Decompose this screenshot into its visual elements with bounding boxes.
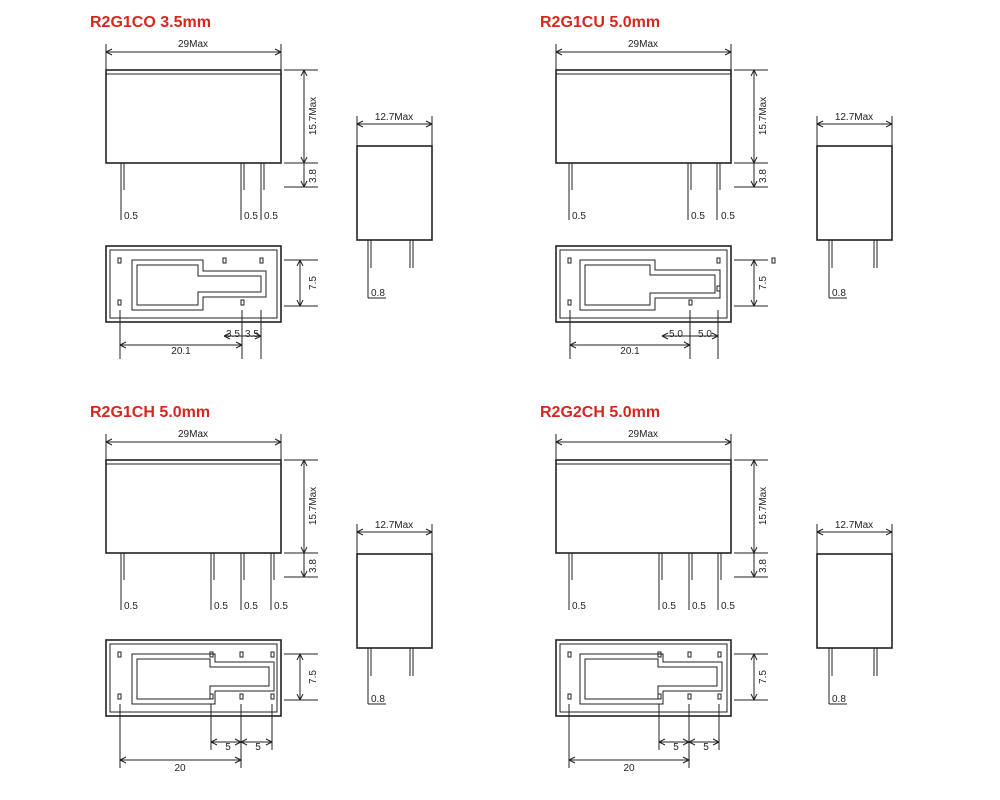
spacing-label: 5 <box>673 742 679 753</box>
relay-drawing: 29Max 15.7Max 3.8 0.5 0.5 0.5 12.7Max 0.… <box>105 39 433 359</box>
end-view <box>816 116 893 299</box>
relay-drawing: 29Max 15.7Max 3.8 0.5 0.5 0.5 0.5 12.7Ma… <box>555 429 893 774</box>
width-label: 29Max <box>628 429 658 440</box>
height-label: 15.7Max <box>758 487 769 525</box>
pin-side <box>270 553 275 580</box>
pin-side <box>658 553 663 580</box>
end-pin-label: 0.8 <box>371 694 385 705</box>
pitch-v-label: 7.5 <box>758 670 769 684</box>
panel-title: R2G1CU 5.0mm <box>540 14 661 31</box>
panel-title: R2G1CH 5.0mm <box>90 404 211 421</box>
height-label: 15.7Max <box>308 487 319 525</box>
width-label: 29Max <box>628 39 658 50</box>
end-view <box>816 524 893 705</box>
end-pin-label: 0.8 <box>832 288 846 299</box>
pin-width-label: 0.5 <box>124 211 138 222</box>
side-view <box>105 44 318 220</box>
pin-width-label: 0.5 <box>274 601 288 612</box>
width-label: 29Max <box>178 429 208 440</box>
pin-side <box>240 553 245 580</box>
length-label: 20 <box>623 763 635 774</box>
panel-r2g1co: R2G1CO 3.5mm <box>90 14 550 394</box>
pin-width-label: 0.5 <box>721 601 735 612</box>
spacing-label: 5 <box>255 742 261 753</box>
pin-side <box>688 553 693 580</box>
pin-side <box>717 553 722 580</box>
end-width-label: 12.7Max <box>375 520 413 531</box>
height-label: 15.7Max <box>308 97 319 135</box>
relay-drawing: 29Max 15.7Max 3.8 0.5 0.5 0.5 0.5 12.7Ma… <box>105 429 433 774</box>
relay-drawing: 29Max 15.7Max 3.8 0.5 0.5 0.5 12.7Max 0.… <box>555 39 893 359</box>
pin-width-label: 0.5 <box>264 211 278 222</box>
end-view <box>356 524 433 705</box>
pin-width-label: 0.5 <box>124 601 138 612</box>
pin-side <box>568 163 573 190</box>
pin-width-label: 0.5 <box>244 601 258 612</box>
spacing-label: 5 <box>703 742 709 753</box>
pin-side <box>260 163 265 190</box>
height-label: 15.7Max <box>758 97 769 135</box>
bottom-view <box>555 245 776 359</box>
end-width-label: 12.7Max <box>835 112 873 123</box>
pin-width-label: 0.5 <box>662 601 676 612</box>
pin-side <box>210 553 215 580</box>
end-pin-label: 0.8 <box>832 694 846 705</box>
pitch-v-label: 7.5 <box>308 670 319 684</box>
bottom-view <box>555 639 768 768</box>
side-view <box>555 434 768 610</box>
pin-width-label: 0.5 <box>721 211 735 222</box>
spacing-label: 5 <box>225 742 231 753</box>
bottom-view <box>105 245 318 359</box>
spacing-label: 3.5 <box>226 329 240 340</box>
length-label: 20.1 <box>620 346 640 357</box>
panel-r2g1cu: R2G1CU 5.0mm <box>540 14 1000 394</box>
end-pin-label: 0.8 <box>371 288 385 299</box>
side-view <box>105 434 318 610</box>
pin-width-label: 0.5 <box>572 211 586 222</box>
pin-height-label: 3.8 <box>758 169 769 183</box>
pin-side <box>568 553 573 580</box>
pin-side <box>120 163 125 190</box>
spacing-label: 5.0 <box>698 329 712 340</box>
panel-r2g2ch: R2G2CH 5.0mm <box>540 404 1000 784</box>
pin-side <box>240 163 245 190</box>
pin-side <box>687 163 692 190</box>
pin-width-label: 0.5 <box>572 601 586 612</box>
end-view <box>356 116 433 299</box>
side-view <box>555 44 768 220</box>
end-width-label: 12.7Max <box>835 520 873 531</box>
bottom-view <box>105 639 318 768</box>
pin-width-label: 0.5 <box>692 601 706 612</box>
panel-title: R2G2CH 5.0mm <box>540 404 661 421</box>
pin-height-label: 3.8 <box>308 559 319 573</box>
pin-side <box>120 553 125 580</box>
pin-height-label: 3.8 <box>758 559 769 573</box>
length-label: 20.1 <box>171 346 191 357</box>
spacing-label: 3.5 <box>245 329 259 340</box>
pin-side <box>716 163 721 190</box>
spacing-label: 5.0 <box>669 329 683 340</box>
width-label: 29Max <box>178 39 208 50</box>
length-label: 20 <box>174 763 186 774</box>
pin-height-label: 3.8 <box>308 169 319 183</box>
pin-width-label: 0.5 <box>214 601 228 612</box>
panel-title: R2G1CO 3.5mm <box>90 14 211 31</box>
end-width-label: 12.7Max <box>375 112 413 123</box>
pin-width-label: 0.5 <box>691 211 705 222</box>
panel-r2g1ch: R2G1CH 5.0mm <box>90 404 550 784</box>
pin-width-label: 0.5 <box>244 211 258 222</box>
pitch-v-label: 7.5 <box>758 276 769 290</box>
pitch-v-label: 7.5 <box>308 276 319 290</box>
